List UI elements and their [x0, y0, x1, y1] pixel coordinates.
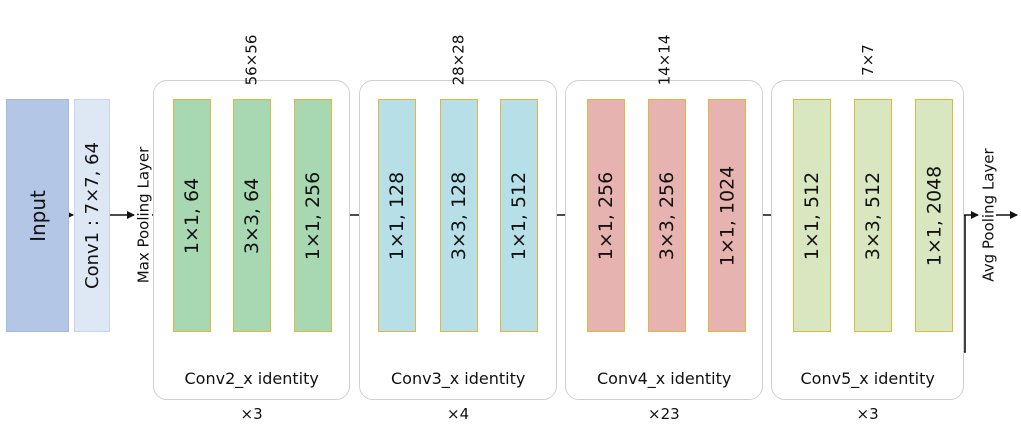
stage-3-conv-label-1: 1×1, 128 [386, 171, 409, 260]
stage-2-identity-label: Conv2_x identity [184, 368, 319, 388]
stage-5-repeat-label: ×3 [856, 405, 879, 423]
stage-4-conv-label-3: 1×1, 1024 [715, 165, 738, 266]
stage-5-conv-label-1: 1×1, 512 [801, 171, 824, 260]
stage-4-conv-label-1: 1×1, 256 [595, 171, 618, 260]
stage-5-size-label: 7×7 [858, 44, 877, 76]
stage-2-conv-label-2: 3×3, 64 [241, 177, 264, 254]
stage-4-identity-label: Conv4_x identity [597, 368, 732, 388]
stage-3-conv-block-3 [500, 99, 538, 332]
stage-2-conv-block-3 [294, 99, 332, 332]
stage-3-conv-label-3: 1×1, 512 [508, 171, 531, 260]
stage-4-conv-label-2: 3×3, 256 [656, 171, 679, 260]
stage-4-conv-block-2 [648, 99, 686, 332]
input-block [6, 99, 69, 332]
stage-4-size-label: 14×14 [654, 34, 673, 86]
stage-5-conv-block-1 [793, 99, 831, 332]
conv1-block [74, 99, 110, 332]
stage-4-conv-block-1 [587, 99, 625, 332]
stage-3-size-label: 28×28 [448, 34, 467, 86]
stage-2-conv-block-2 [233, 99, 271, 332]
stage-2-size-label: 56×56 [242, 34, 261, 86]
stage-5-conv-block-3 [915, 99, 953, 332]
stage-3-identity-label: Conv3_x identity [391, 368, 526, 388]
stage-4-repeat-label: ×23 [648, 405, 680, 423]
stage-3-conv-block-2 [440, 99, 478, 332]
stage-5-identity-label: Conv5_x identity [800, 368, 935, 388]
conv1-label: Conv1 : 7×7, 64 [81, 142, 103, 289]
stage-4-conv-block-3 [708, 99, 746, 332]
stage-2-repeat-label: ×3 [240, 405, 263, 423]
stage-5-conv-label-3: 1×1, 2048 [922, 165, 945, 266]
stage-5-conv-label-2: 3×3, 512 [862, 171, 885, 260]
stage-3-conv-block-1 [378, 99, 416, 332]
stage-3-repeat-label: ×4 [447, 405, 470, 423]
avg-pooling-label: Avg Pooling Layer [979, 148, 998, 282]
stage-2-conv-block-1 [173, 99, 211, 332]
stage-2-conv-label-3: 1×1, 256 [302, 171, 325, 260]
stage-5-conv-block-2 [854, 99, 892, 332]
max-pooling-label: Max Pooling Layer [133, 146, 152, 284]
stage-2-conv-label-1: 1×1, 64 [181, 177, 204, 254]
input-label: Input [25, 189, 50, 242]
stage-3-conv-label-2: 3×3, 128 [448, 171, 471, 260]
